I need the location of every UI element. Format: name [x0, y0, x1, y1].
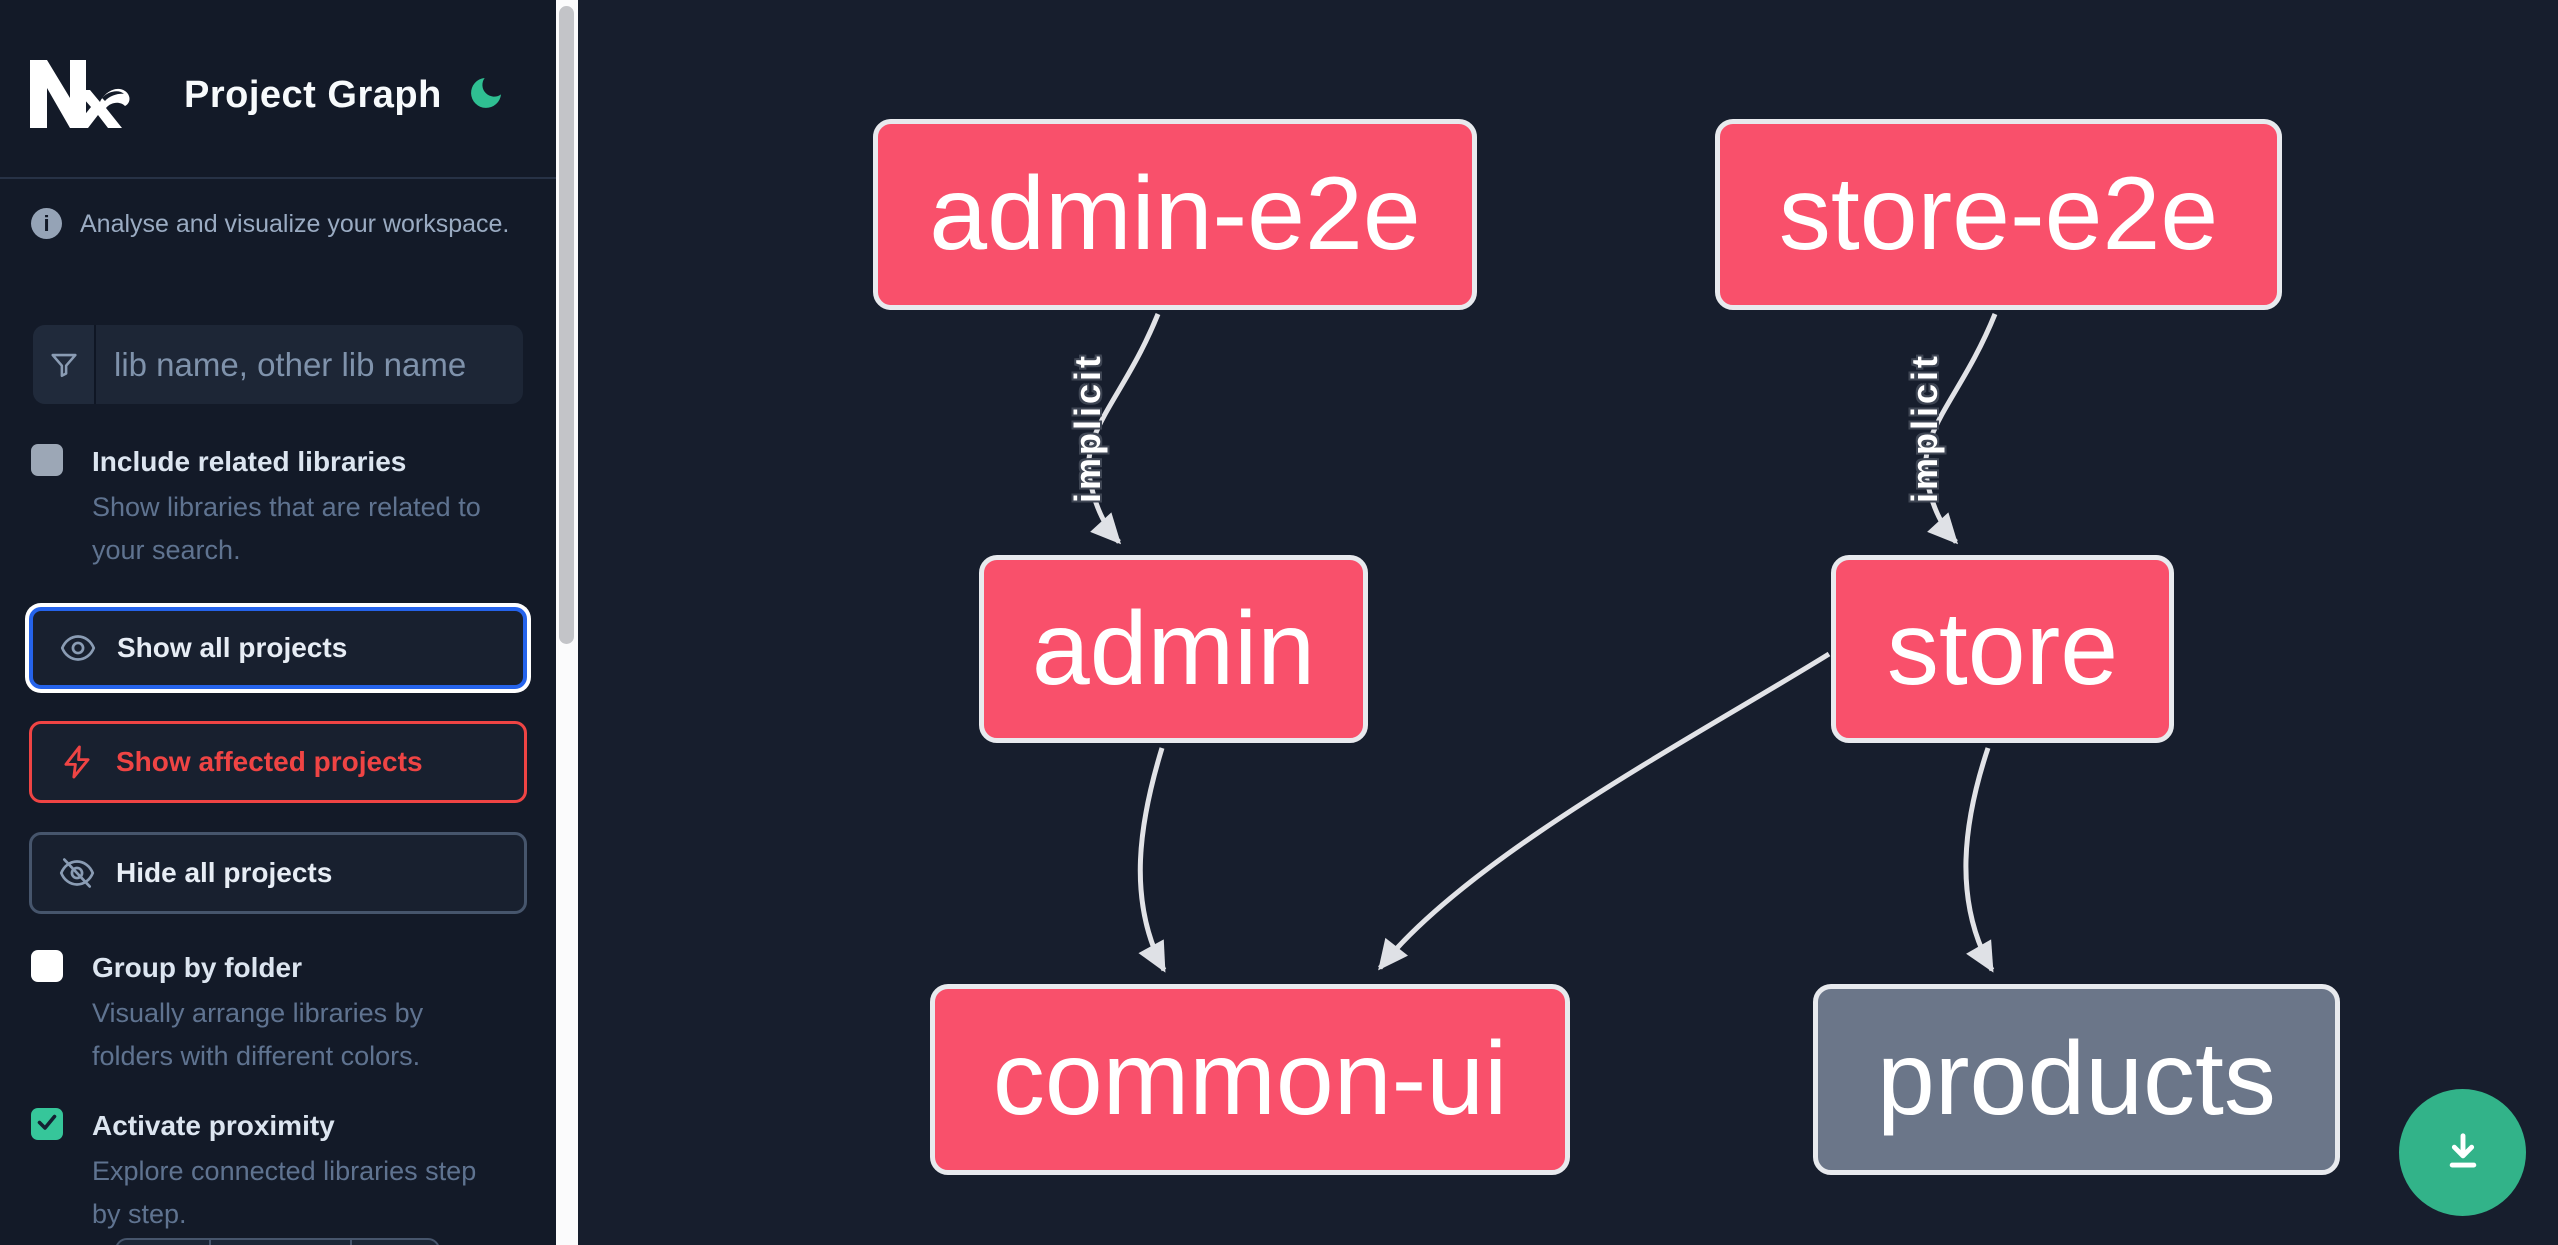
toggle-description: Explore connected libraries step by step… [92, 1156, 477, 1229]
hide-all-projects-button[interactable]: Hide all projects [29, 832, 527, 914]
eye-off-icon [58, 854, 96, 892]
depth-decrement-segment[interactable] [117, 1240, 211, 1245]
activate-proximity-checkbox[interactable] [31, 1108, 63, 1140]
search-box [33, 325, 523, 404]
graph-node-admin-e2e[interactable]: admin-e2e [873, 119, 1477, 310]
button-label: Show all projects [117, 632, 348, 663]
header-divider [0, 177, 558, 179]
eye-icon [59, 629, 97, 667]
toggle-description: Visually arrange libraries by folders wi… [92, 998, 424, 1071]
graph-node-common-ui[interactable]: common-ui [930, 984, 1570, 1175]
toggle-label[interactable]: Group by folder [92, 952, 302, 983]
group-by-folder-checkbox[interactable] [31, 950, 63, 982]
graph-node-products[interactable]: products [1813, 984, 2340, 1175]
depth-increment-segment[interactable] [352, 1240, 438, 1245]
toggle-label[interactable]: Include related libraries [92, 446, 407, 477]
toggle-label[interactable]: Activate proximity [92, 1110, 335, 1141]
sidebar: Project Graph i Analyse and visualize yo… [0, 0, 558, 1245]
sidebar-scrollbar-track [556, 0, 578, 1245]
edge-label-implicit-admin[interactable]: implicit [1067, 352, 1108, 504]
tagline-text: Analyse and visualize your workspace. [80, 210, 510, 238]
bolt-icon [58, 743, 96, 781]
graph-node-store-e2e[interactable]: store-e2e [1715, 119, 2282, 310]
moon-icon [466, 77, 506, 116]
search-input[interactable] [96, 325, 523, 404]
theme-toggle-button[interactable] [464, 72, 508, 116]
graph-node-admin[interactable]: admin [979, 555, 1368, 743]
button-label: Show affected projects [116, 746, 423, 777]
proximity-depth-control[interactable] [115, 1238, 440, 1245]
nx-logo [30, 58, 130, 128]
depth-value-segment [211, 1240, 352, 1245]
filter-icon [33, 325, 96, 404]
check-icon [35, 1110, 59, 1139]
button-label: Hide all projects [116, 857, 333, 888]
edge-label-implicit-store[interactable]: implicit [1904, 352, 1945, 504]
sidebar-scrollbar-thumb[interactable] [559, 6, 574, 644]
show-all-projects-button[interactable]: Show all projects [29, 607, 527, 689]
toggle-description: Show libraries that are related to your … [92, 492, 481, 565]
graph-node-store[interactable]: store [1831, 555, 2174, 743]
download-icon [2437, 1125, 2489, 1180]
info-icon: i [31, 208, 62, 239]
download-image-button[interactable] [2399, 1089, 2526, 1216]
page-title: Project Graph [184, 74, 442, 116]
show-affected-projects-button[interactable]: Show affected projects [29, 721, 527, 803]
include-related-checkbox[interactable] [31, 444, 63, 476]
